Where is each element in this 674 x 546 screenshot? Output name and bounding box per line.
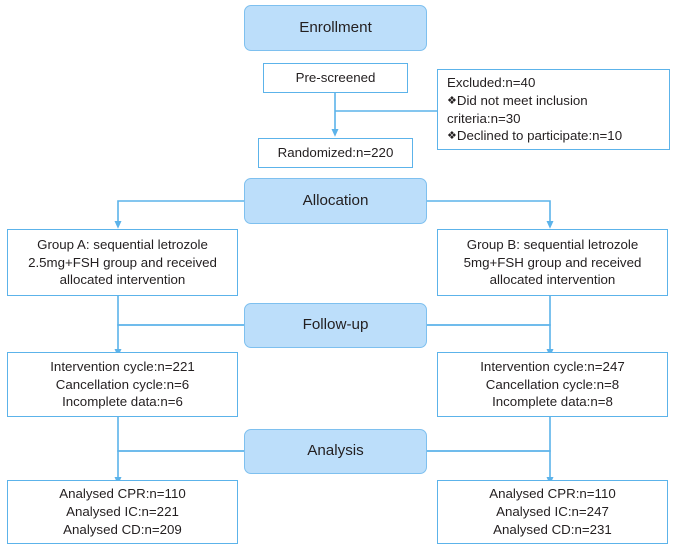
box-group-a: Group A: sequential letrozole 2.5mg+FSH … — [7, 229, 238, 296]
stage-label-analysis: Analysis — [307, 442, 364, 460]
group-a-line-0: Group A: sequential letrozole — [37, 236, 208, 252]
analysis-left-line-1: Analysed IC:n=221 — [66, 504, 179, 520]
box-excluded: Excluded:n=40 ❖Did not meet inclusion cr… — [437, 69, 670, 150]
box-analysis-right: Analysed CPR:n=110 Analysed IC:n=247 Ana… — [437, 480, 668, 544]
connector-analysis-to-left-box — [114, 450, 244, 485]
connector-allocation-to-group-a — [114, 200, 244, 229]
stage-header-enrollment: Enrollment — [244, 5, 427, 51]
connector-followup-right-to-analysis — [427, 417, 551, 452]
box-followup-left: Intervention cycle:n=221 Cancellation cy… — [7, 352, 238, 417]
connector-group-a-to-followup — [117, 296, 244, 326]
box-followup-right: Intervention cycle:n=247 Cancellation cy… — [437, 352, 668, 417]
stage-label-enrollment: Enrollment — [299, 18, 372, 36]
excluded-reason-0: ❖Did not meet inclusion criteria:n=30 — [447, 92, 663, 127]
group-b-line-0: Group B: sequential letrozole — [466, 236, 639, 252]
stage-header-allocation: Allocation — [244, 178, 427, 224]
group-a-line-2: allocated intervention — [59, 272, 186, 288]
diamond-bullet-icon: ❖ — [447, 94, 457, 107]
analysis-right-line-1: Analysed IC:n=247 — [496, 504, 609, 520]
excluded-heading: Excluded:n=40 — [447, 75, 536, 91]
excluded-reason-1: ❖Declined to participate:n=10 — [447, 127, 622, 145]
box-group-b: Group B: sequential letrozole 5mg+FSH gr… — [437, 229, 668, 296]
group-b-line-1: 5mg+FSH group and received — [463, 254, 642, 270]
stage-label-allocation: Allocation — [302, 191, 369, 209]
followup-right-line-0: Intervention cycle:n=247 — [480, 358, 625, 374]
stage-header-analysis: Analysis — [244, 429, 427, 474]
box-randomized: Randomized:n=220 — [258, 138, 413, 168]
connector-followup-to-left-box — [114, 324, 244, 357]
connector-followup-left-to-analysis — [117, 417, 244, 452]
connector-analysis-to-right-box — [427, 450, 554, 485]
randomized-label: Randomized:n=220 — [277, 145, 394, 161]
stage-label-followup: Follow-up — [302, 316, 369, 334]
connector-allocation-to-group-b — [427, 200, 554, 229]
analysis-left-line-0: Analysed CPR:n=110 — [59, 486, 186, 502]
box-analysis-left: Analysed CPR:n=110 Analysed IC:n=221 Ana… — [7, 480, 238, 544]
followup-left-line-1: Cancellation cycle:n=6 — [55, 376, 190, 392]
connector-group-b-to-followup — [427, 296, 551, 326]
analysis-left-line-2: Analysed CD:n=209 — [63, 521, 182, 537]
followup-left-line-0: Intervention cycle:n=221 — [50, 358, 195, 374]
stage-header-followup: Follow-up — [244, 303, 427, 348]
followup-right-line-1: Cancellation cycle:n=8 — [485, 376, 620, 392]
group-b-line-2: allocated intervention — [489, 272, 616, 288]
analysis-right-line-2: Analysed CD:n=231 — [493, 521, 612, 537]
excluded-reason-0-text: Did not meet inclusion criteria:n=30 — [447, 92, 588, 126]
diamond-bullet-icon: ❖ — [447, 130, 457, 143]
box-pre-screened: Pre-screened — [263, 63, 408, 93]
pre-screened-label: Pre-screened — [295, 70, 376, 86]
group-a-line-1: 2.5mg+FSH group and received — [28, 254, 217, 270]
analysis-right-line-0: Analysed CPR:n=110 — [489, 486, 616, 502]
followup-right-line-2: Incomplete data:n=8 — [492, 394, 613, 410]
excluded-reason-1-text: Declined to participate:n=10 — [456, 128, 623, 144]
connector-followup-to-right-box — [427, 324, 554, 357]
followup-left-line-2: Incomplete data:n=6 — [62, 394, 183, 410]
